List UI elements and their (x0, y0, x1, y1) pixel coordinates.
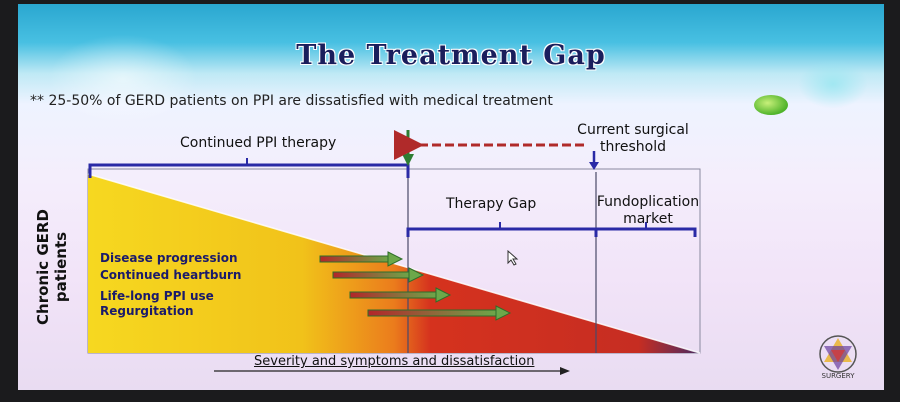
green-dot-decoration (754, 95, 788, 115)
reason-arrow (332, 267, 425, 283)
bracket-therapy-gap (406, 227, 598, 237)
decorative-bubble (48, 34, 198, 124)
reason-arrow (349, 287, 452, 303)
slide: The Treatment Gap ** 25-50% of GERD pati… (18, 4, 884, 390)
bracket-fundoplication (594, 227, 697, 237)
reason-item: Regurgitation (100, 304, 194, 318)
threshold-arrowhead (589, 162, 599, 170)
reason-item: Disease progression (100, 251, 238, 265)
label-surgical-threshold-line1: Current surgical (577, 122, 689, 138)
x-axis-arrowhead (560, 367, 570, 375)
label-therapy-gap: Therapy Gap (446, 196, 537, 212)
slide-subtitle: ** 25-50% of GERD patients on PPI are di… (30, 93, 553, 109)
reason-item: Continued heartburn (100, 268, 242, 282)
reason-arrow (367, 305, 512, 321)
label-fundoplication-market: Fundoplication market (593, 194, 703, 228)
decorative-bubble (798, 59, 868, 109)
mouse-cursor-icon (507, 250, 519, 266)
reason-arrow (319, 251, 404, 267)
label-surgical-threshold-line2: threshold (600, 139, 666, 155)
surgery-logo-icon (819, 335, 857, 373)
label-fundoplication-line2: market (623, 211, 673, 227)
x-axis-label: Severity and symptoms and dissatisfactio… (254, 354, 535, 369)
logo-text: SURGERY (821, 372, 855, 380)
slide-title: The Treatment Gap (296, 40, 606, 71)
treatment-gap-diagram (87, 130, 701, 375)
bracket-continued-ppi (88, 163, 410, 178)
y-axis-label: Chronic GERD patients (34, 209, 70, 325)
label-fundoplication-line1: Fundoplication (596, 194, 700, 210)
label-continued-ppi: Continued PPI therapy (180, 135, 337, 151)
reason-item: Life-long PPI use (100, 289, 214, 303)
label-surgical-threshold: Current surgical threshold (563, 122, 703, 156)
